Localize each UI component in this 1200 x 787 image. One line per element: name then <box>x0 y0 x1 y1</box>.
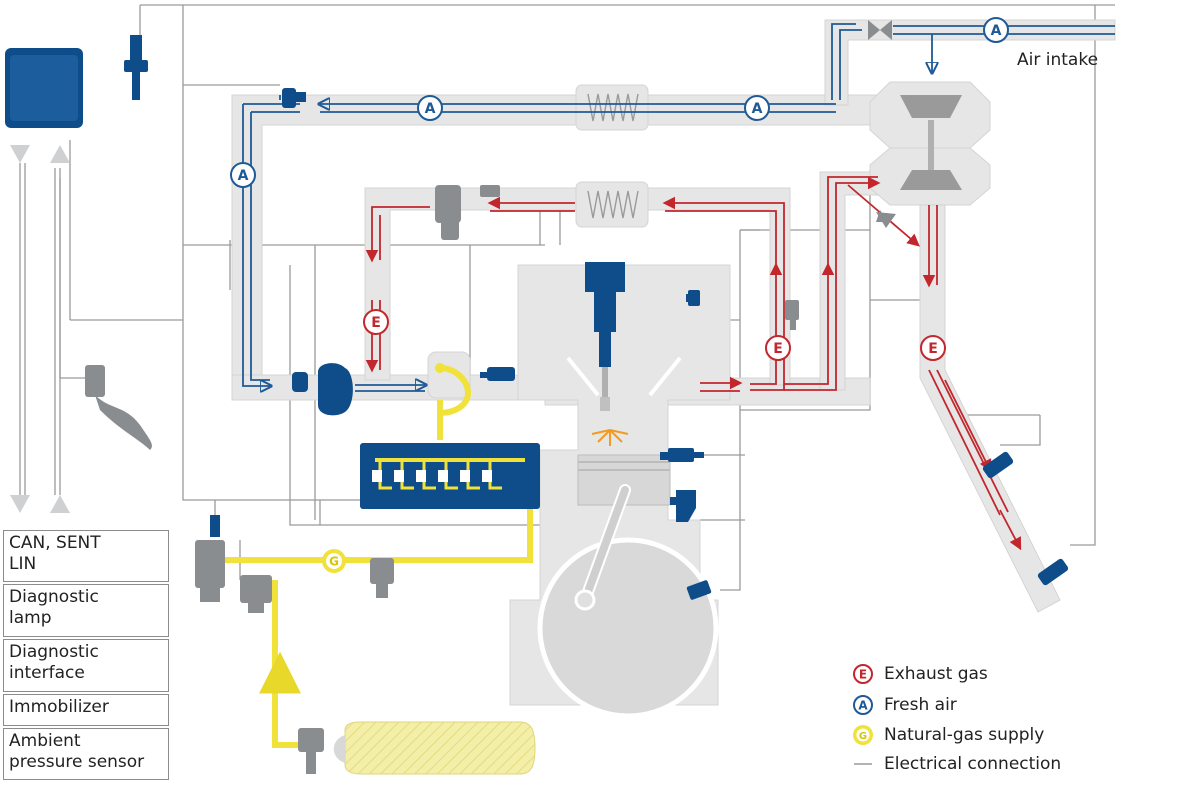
gas-badge-icon: G <box>853 725 873 745</box>
svg-text:E: E <box>859 668 867 682</box>
electrical-line-icon <box>854 763 872 765</box>
fresh-flow-badge: A <box>417 95 443 121</box>
interface-label: Immobilizer <box>9 697 109 717</box>
exhaust-flow-badge: E <box>765 335 791 361</box>
legend-electrical: Electrical connection <box>852 751 1061 777</box>
interface-label: CAN, SENT LIN <box>9 533 101 574</box>
fresh-flow-badge: A <box>983 17 1009 43</box>
gas-badge-letter: G <box>329 555 339 569</box>
accelerator-pedal <box>85 365 152 450</box>
exhaust-badge-icon: E <box>853 664 873 684</box>
interface-label: Diagnostic interface <box>9 642 99 683</box>
engine-internals <box>537 356 719 719</box>
exhaust-path <box>365 176 1022 551</box>
legend-natural-gas: G Natural-gas supply <box>852 722 1044 748</box>
fresh-air-badge-icon: A <box>853 695 873 715</box>
fresh-badge-letter: A <box>425 101 436 117</box>
exhaust-badge-letter: E <box>371 315 381 331</box>
svg-text:G: G <box>859 731 867 742</box>
exhaust-badge-letter: E <box>773 341 783 357</box>
fresh-flow-badge: A <box>744 95 770 121</box>
turbocharger <box>900 95 962 190</box>
cooler-fins <box>587 93 639 219</box>
interface-label: Diagnostic lamp <box>9 587 99 628</box>
legend-exhaust: E Exhaust gas <box>852 661 988 687</box>
flow-badges: A A A A E E E G <box>230 17 1009 573</box>
fresh-flow-badge: A <box>230 162 256 188</box>
signal-in-arrow-icon <box>50 145 70 163</box>
legend-label: Fresh air <box>884 695 957 715</box>
gas-flow-badge: G <box>322 549 346 573</box>
throttle-valve <box>318 363 353 416</box>
svg-text:A: A <box>858 699 868 713</box>
legend-fresh-air: A Fresh air <box>852 692 957 718</box>
interface-can-sent-lin: CAN, SENT LIN <box>3 530 169 582</box>
signal-out-arrow-icon <box>10 145 30 163</box>
legend-label: Electrical connection <box>884 754 1062 774</box>
fresh-badge-letter: A <box>752 101 763 117</box>
legend-label: Natural-gas supply <box>884 725 1045 745</box>
interface-diagnostic-interface: Diagnostic interface <box>3 639 169 692</box>
natural-gas-path <box>215 365 533 748</box>
fuel-rail <box>360 443 540 509</box>
interface-label: Ambient pressure sensor <box>9 731 145 772</box>
interface-diagnostic-lamp: Diagnostic lamp <box>3 584 169 637</box>
exhaust-flow-badge: E <box>920 335 946 361</box>
gas-tank <box>333 721 536 775</box>
blue-components <box>5 35 1069 600</box>
interface-ambient-pressure-sensor: Ambient pressure sensor <box>3 728 169 780</box>
grey-components <box>85 20 896 774</box>
fresh-badge-letter: A <box>238 168 249 184</box>
signal-arrows <box>10 145 70 513</box>
fresh-badge-letter: A <box>991 23 1002 39</box>
spark-icon <box>591 429 629 446</box>
interface-immobilizer: Immobilizer <box>3 694 169 726</box>
exhaust-flow-badge: E <box>363 309 389 335</box>
exhaust-badge-letter: E <box>928 341 938 357</box>
legend-label: Exhaust gas <box>884 664 988 684</box>
signal-lines <box>19 163 61 495</box>
air-intake-label: Air intake <box>1017 50 1099 70</box>
gas-injection-point <box>435 363 445 373</box>
